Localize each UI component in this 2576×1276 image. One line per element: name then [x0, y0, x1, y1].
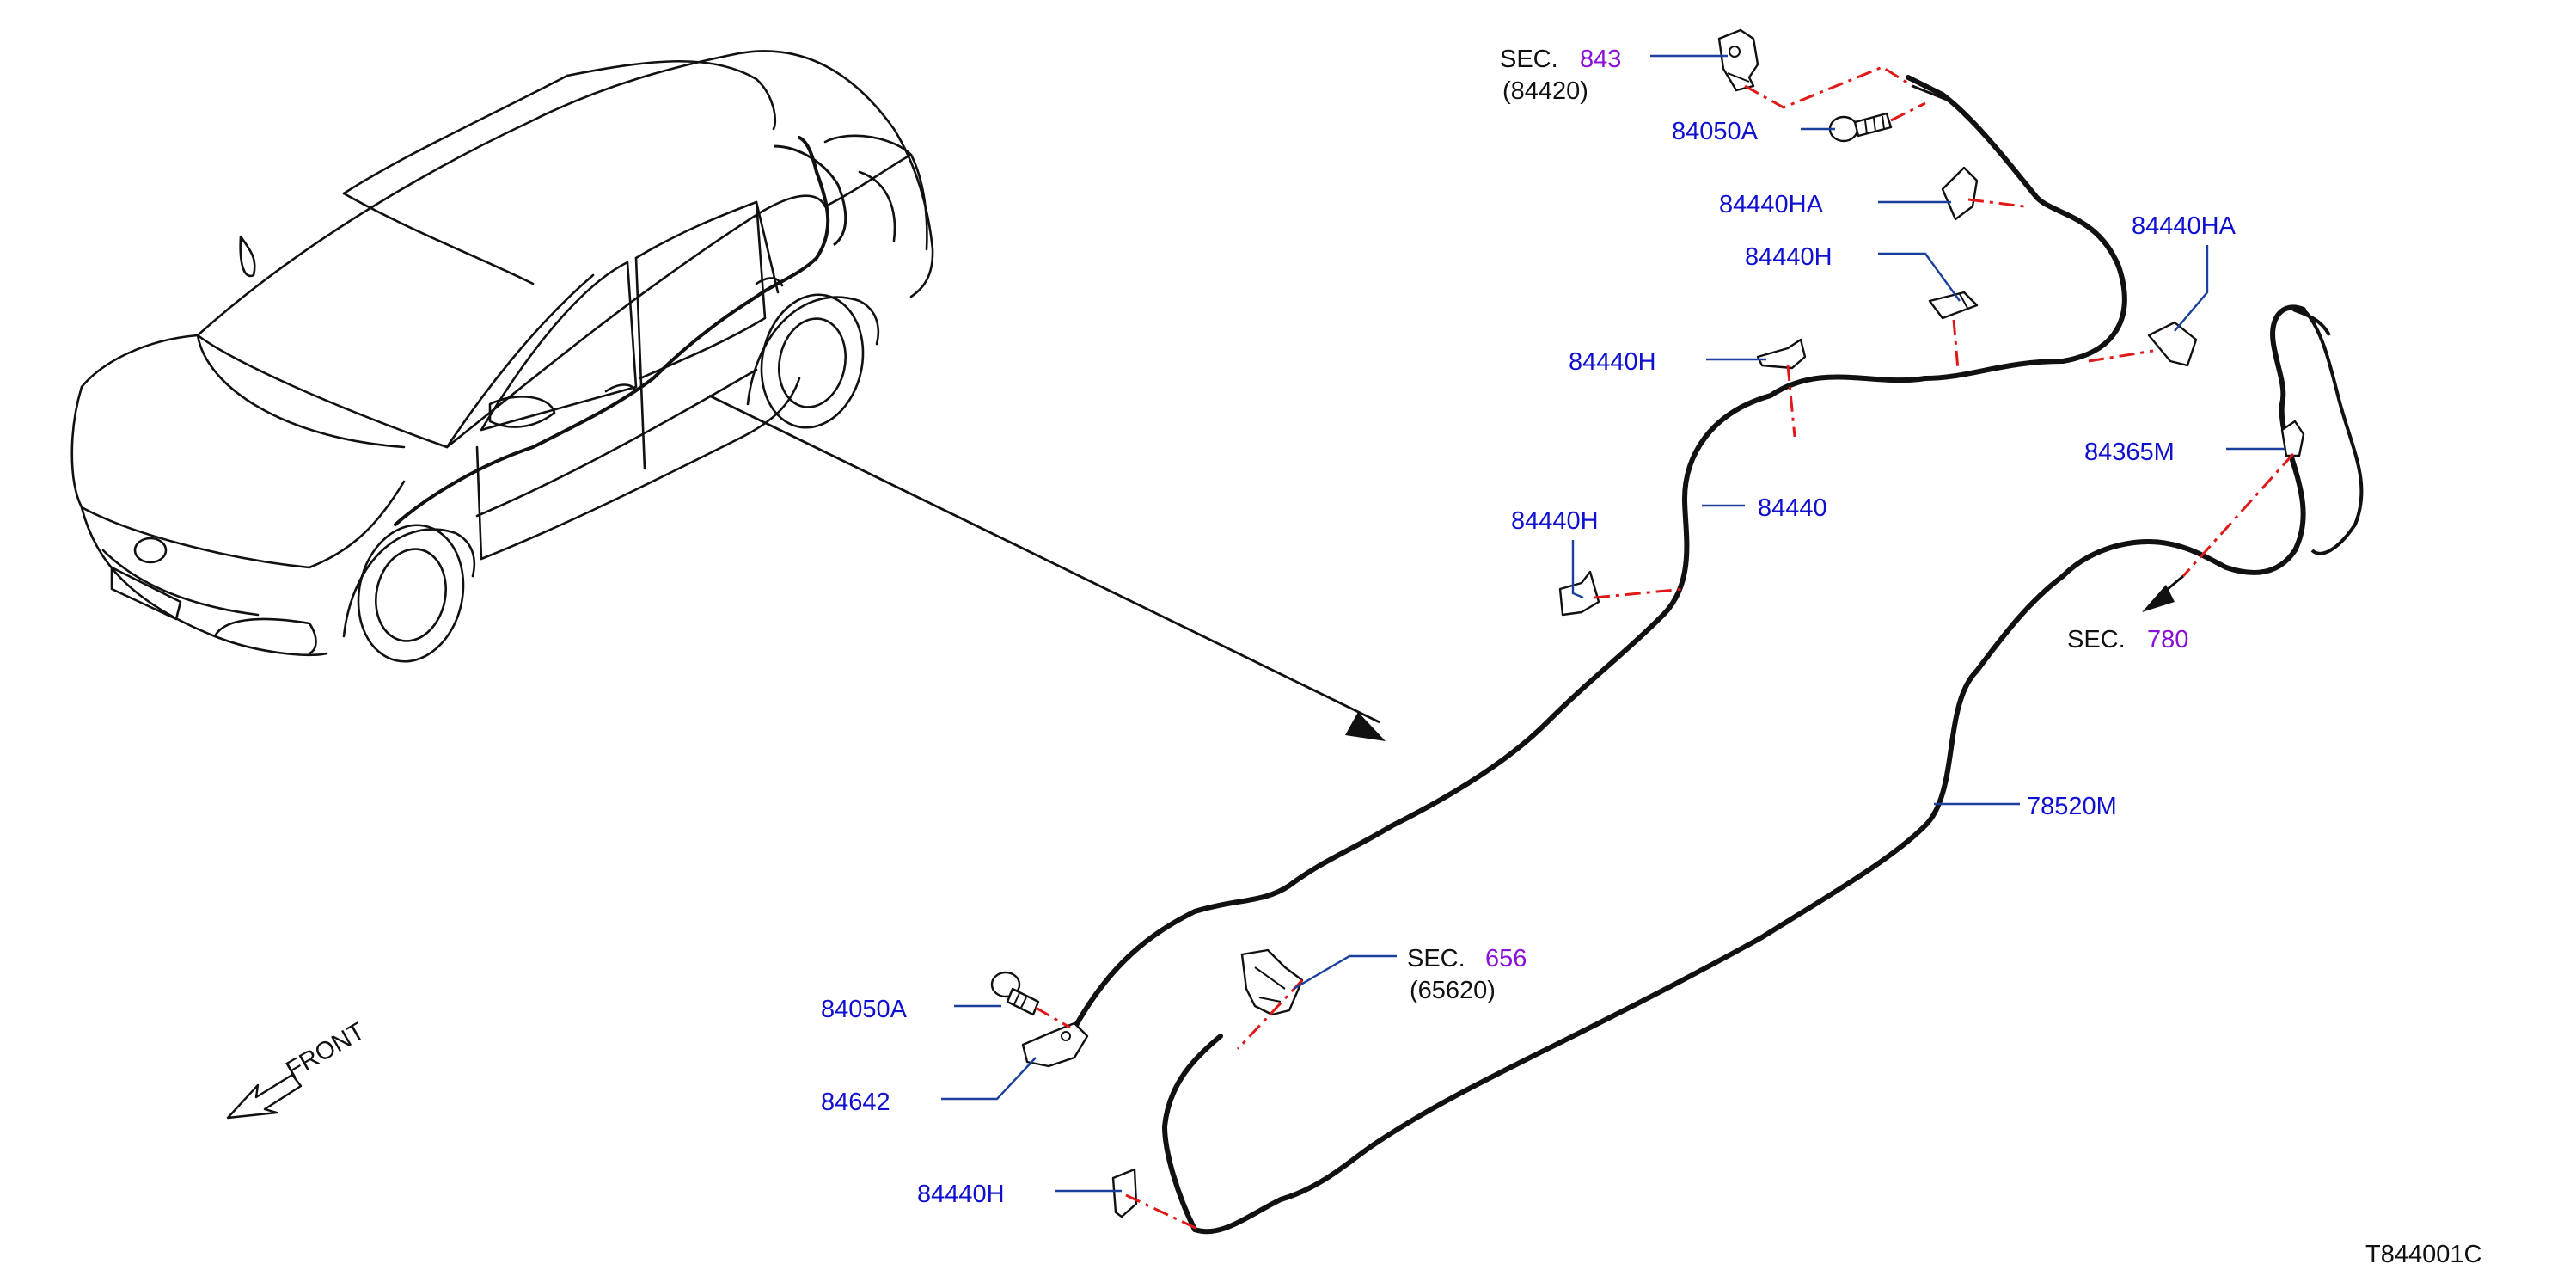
sec-780-prefix: SEC. [2067, 626, 2126, 653]
cable-78520M [1162, 304, 2364, 1235]
part-84440H-1: 84440H [1745, 243, 1833, 271]
callout-sec-780: SEC. 780 [2067, 626, 2188, 653]
front-indicator: FRONT [226, 1017, 370, 1120]
clip-84440H-2 [1756, 338, 1807, 370]
latch-656-part [1240, 948, 1304, 1016]
assembly-dashes [1035, 65, 2295, 1231]
latch-843-part [1717, 28, 1759, 92]
part-84440H-3: 84440H [1511, 507, 1599, 535]
bolt-84050A-bottom [990, 971, 1040, 1016]
sec-843-prefix: SEC. [1500, 46, 1558, 73]
part-78520M: 78520M [2027, 793, 2117, 820]
clip-84440HA-1 [1941, 166, 1979, 221]
sec-843-sub: (84420) [1502, 77, 1588, 105]
front-label: FRONT [282, 1017, 370, 1084]
callout-sec-843: SEC. 843 (84420) [1500, 46, 1621, 105]
sec-656-sub: (65620) [1410, 977, 1496, 1004]
clip-84440H-4 [1111, 1168, 1138, 1218]
clip-84365M [2280, 420, 2305, 457]
part-84050A-top: 84050A [1672, 118, 1759, 145]
sec-843-number: 843 [1580, 46, 1621, 73]
vehicle-illustration [70, 50, 934, 663]
leader-lines [941, 54, 2285, 1193]
part-84365M: 84365M [2084, 439, 2175, 466]
part-84440HA-1: 84440HA [1719, 191, 1824, 218]
part-84440: 84440 [1758, 494, 1827, 522]
part-84642: 84642 [821, 1089, 890, 1116]
part-84440HA-2: 84440HA [2132, 212, 2236, 240]
sec-656-number: 656 [1485, 945, 1527, 972]
part-84440H-4: 84440H [917, 1181, 1005, 1208]
sec-780-arrow [2142, 574, 2184, 612]
diagram-code: T844001C [2365, 1241, 2481, 1268]
detail-arrow [708, 394, 1386, 741]
sec-780-number: 780 [2147, 626, 2188, 653]
part-84050A-bottom: 84050A [821, 996, 908, 1023]
part-84440H-2: 84440H [1569, 348, 1656, 376]
bolt-84050A-top [1828, 112, 1893, 143]
clip-84440H-3 [1558, 570, 1600, 617]
callout-sec-656: SEC. 656 (65620) [1407, 945, 1527, 1004]
cable-84440 [1068, 75, 2127, 1039]
clip-84440H-1 [1928, 291, 1979, 320]
clip-84440HA-2 [2147, 321, 2198, 367]
sec-656-prefix: SEC. [1407, 945, 1465, 972]
